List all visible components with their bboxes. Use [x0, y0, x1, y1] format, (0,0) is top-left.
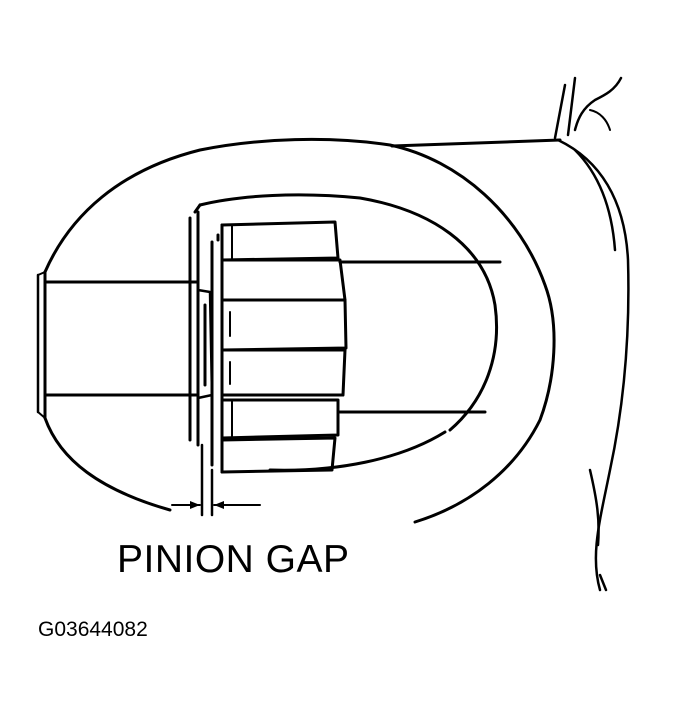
armature-shaft: [36, 260, 502, 420]
pinion-gear: [210, 220, 348, 474]
overrunning-clutch-collar: [188, 210, 214, 447]
pinion-gap-label: PINION GAP: [117, 538, 350, 581]
pinion-gap-dimension: [171, 443, 261, 517]
figure-code: G03644082: [38, 618, 148, 641]
starter-housing: [43, 76, 630, 592]
